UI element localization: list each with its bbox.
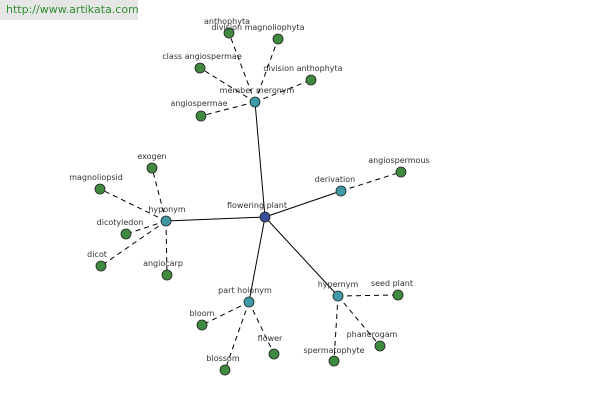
leaf-exogen-label[interactable]: exogen (137, 152, 166, 161)
relation-member_meronym-node[interactable] (249, 96, 261, 108)
leaf-dicotyledon-node[interactable] (120, 228, 132, 240)
leaf-spermatophyte-label[interactable]: spermatophyte (304, 346, 365, 355)
edge-part_holonym (248, 216, 266, 303)
center-flowering_plant-label[interactable]: flowering plant (227, 201, 287, 210)
relation-part_holonym-node[interactable] (243, 296, 255, 308)
leaf-angiospermae-label[interactable]: angiospermae (170, 99, 227, 108)
edge-angiospermous (340, 171, 402, 192)
relation-part_holonym-label[interactable]: part holonym (218, 286, 272, 295)
relation-hypernym-label[interactable]: hypernym (318, 280, 359, 289)
graph-nodes (94, 27, 407, 376)
edge-angiospermae (200, 101, 256, 117)
leaf-division_anthophyta-label[interactable]: division anthophyta (263, 64, 342, 73)
leaf-exogen-node[interactable] (146, 162, 158, 174)
edge-magnoliopsid (99, 188, 167, 222)
edge-class_angiospermae (199, 67, 256, 103)
leaf-division_magnoliophyta-label[interactable]: division magnoliophyta (211, 23, 304, 32)
edge-derivation (264, 190, 342, 218)
leaf-dicotyledon-label[interactable]: dicotyledon (97, 218, 144, 227)
leaf-spermatophyte-node[interactable] (328, 355, 340, 367)
relation-derivation-node[interactable] (335, 185, 347, 197)
relation-hypernym-node[interactable] (332, 290, 344, 302)
leaf-angiocarp-label[interactable]: angiocarp (143, 259, 183, 268)
edge-dicotyledon (125, 220, 167, 235)
edge-division_magnoliophyta (254, 38, 279, 103)
edge-blossom (224, 301, 250, 371)
relation-derivation-label[interactable]: derivation (315, 175, 355, 184)
edge-hyponym (165, 216, 266, 222)
leaf-dicot-label[interactable]: dicot (87, 250, 107, 259)
leaf-phanerogam-label[interactable]: phanerogam (347, 330, 398, 339)
center-flowering_plant-node[interactable] (259, 211, 271, 223)
edge-member_meronym (254, 101, 266, 218)
edge-phanerogam (337, 295, 381, 347)
relation-member_meronym-label[interactable]: member meronym (220, 86, 295, 95)
leaf-angiocarp-node[interactable] (161, 269, 173, 281)
edge-hypernym (264, 216, 339, 297)
leaf-angiospermous-node[interactable] (395, 166, 407, 178)
edge-division_anthophyta (254, 79, 312, 103)
graph-edges (99, 32, 402, 371)
leaf-division_magnoliophyta-node[interactable] (272, 33, 284, 45)
leaf-anthophyta_1-label[interactable]: anthophyta (204, 17, 250, 26)
leaf-flower-label[interactable]: flower (258, 334, 283, 343)
leaf-angiospermae-node[interactable] (195, 110, 207, 122)
edge-angiocarp (165, 220, 168, 276)
edge-spermatophyte (333, 295, 339, 362)
leaf-magnoliopsid-node[interactable] (94, 183, 106, 195)
leaf-seed_plant-label[interactable]: seed plant (371, 279, 413, 288)
leaf-bloom-node[interactable] (196, 319, 208, 331)
edge-dicot (100, 220, 167, 267)
leaf-blossom-node[interactable] (219, 364, 231, 376)
leaf-class_angiospermae-node[interactable] (194, 62, 206, 74)
leaf-class_angiospermae-label[interactable]: class angiospermae (162, 52, 242, 61)
leaf-magnoliopsid-label[interactable]: magnoliopsid (69, 173, 123, 182)
edge-anthophyta_1 (228, 32, 256, 103)
leaf-anthophyta_1-node[interactable] (223, 27, 235, 39)
relation-hyponym-node[interactable] (160, 215, 172, 227)
leaf-division_anthophyta-node[interactable] (305, 74, 317, 86)
leaf-dicot-node[interactable] (95, 260, 107, 272)
relation-hyponym-label[interactable]: hyponym (148, 205, 186, 214)
edge-seed_plant (337, 294, 399, 297)
site-url-link[interactable]: http://www.artikata.com (0, 0, 138, 20)
leaf-angiospermous-label[interactable]: angiospermous (368, 156, 429, 165)
leaf-flower-node[interactable] (268, 348, 280, 360)
leaf-blossom-label[interactable]: blossom (206, 354, 239, 363)
leaf-seed_plant-node[interactable] (392, 289, 404, 301)
leaf-bloom-label[interactable]: bloom (190, 309, 215, 318)
leaf-phanerogam-node[interactable] (374, 340, 386, 352)
edge-flower (248, 301, 275, 355)
edge-exogen (151, 167, 167, 222)
